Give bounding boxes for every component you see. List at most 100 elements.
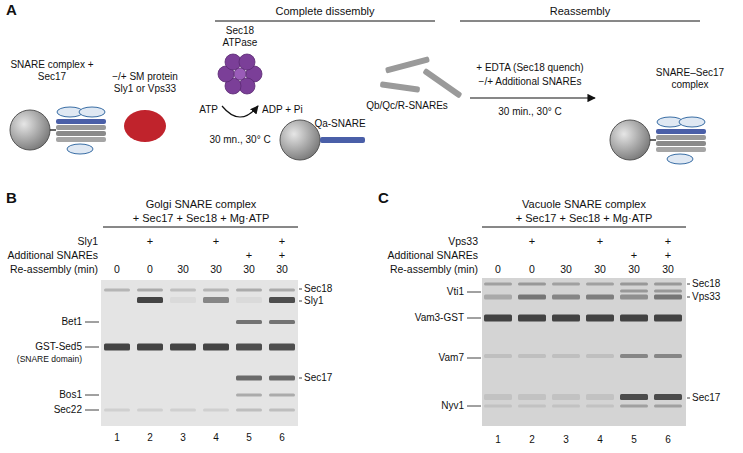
gel-band: [137, 297, 163, 303]
stage-heading: Complete dissembly: [275, 5, 374, 18]
lane-mark: +: [631, 249, 637, 262]
annotation: ATP: [199, 104, 218, 116]
row-label: Additional SNAREs: [8, 249, 98, 261]
gel-band: [203, 409, 229, 412]
header-line: [103, 227, 298, 228]
panel-letter: B: [6, 189, 17, 206]
band-tick: [299, 301, 302, 302]
gel-band: [620, 290, 648, 293]
gel-band: [620, 354, 648, 358]
gel-band: [170, 289, 196, 292]
gel-band: [170, 344, 196, 351]
band-label: (SNARE domain): [17, 355, 82, 365]
panel-heading: + Sec17 + Sec18 + Mg·ATP: [133, 212, 269, 225]
reassembly-arrow: [470, 97, 595, 98]
gel-bands: [104, 283, 682, 412]
gel-band: [236, 409, 262, 412]
lane-number: 2: [529, 434, 535, 446]
band-label: Sec18: [304, 283, 332, 295]
band-tick: [467, 406, 481, 407]
gel-band: [269, 394, 295, 397]
lane-mark: 30: [628, 263, 640, 275]
row-label: Sly1: [78, 235, 98, 247]
lane-mark: +: [529, 235, 535, 248]
gel-band: [552, 283, 580, 286]
gel-band: [654, 315, 682, 322]
band-tick: [467, 318, 481, 319]
gel-band: [104, 289, 130, 292]
snare-complex-bead: [10, 107, 106, 154]
lane-number: 3: [180, 432, 186, 444]
lane-number: 1: [114, 432, 120, 444]
band-label: Sec18: [692, 278, 720, 290]
gel-band: [236, 297, 262, 303]
gel-band: [269, 297, 295, 303]
gel-band: [484, 315, 512, 322]
gel-band: [269, 376, 295, 381]
gel-band: [654, 290, 682, 293]
gel-band: [518, 295, 546, 300]
row-label: Vps33: [448, 235, 478, 247]
header-line: [215, 21, 435, 22]
lane-number: 6: [665, 434, 671, 446]
band-label: Sec17: [692, 392, 720, 404]
panel-heading: Golgi SNARE complex: [146, 198, 257, 211]
gel-band: [586, 354, 614, 358]
band-label: Sec22: [54, 404, 82, 416]
gel-image: [101, 280, 298, 426]
lane-mark: 30: [560, 263, 572, 275]
lane-mark: 0: [529, 263, 535, 275]
gel-image: [482, 278, 686, 426]
lane-mark: +: [665, 249, 671, 262]
lane-mark: 30: [276, 263, 288, 275]
band-tick: [85, 347, 99, 348]
gel-band: [236, 394, 262, 397]
annotation: Sec18 ATPase: [215, 25, 265, 48]
gel-band: [654, 394, 682, 400]
lane-mark: +: [665, 235, 671, 248]
lane-mark: +: [597, 235, 603, 248]
lane-number: 5: [631, 434, 637, 446]
gel-band: [269, 409, 295, 412]
sm-protein: [124, 110, 166, 142]
gel-band: [203, 297, 229, 303]
annotation: SNARE complex + Sec17: [7, 59, 97, 82]
lane-mark: 0: [147, 263, 153, 275]
band-label: Sly1: [304, 295, 323, 307]
lane-number: 5: [246, 432, 252, 444]
annotation: −/+ Additional SNAREs: [479, 76, 582, 88]
annotation: ADP + Pi: [262, 104, 303, 116]
gel-band: [620, 295, 648, 300]
gel-band: [137, 344, 163, 351]
gel-band: [104, 344, 130, 351]
annotation: −/+ SM protein Sly1 or Vps33: [103, 71, 188, 94]
row-label: Re-assembly (min): [10, 263, 98, 275]
band-label: Nyv1: [441, 400, 464, 412]
gel-band: [484, 394, 512, 400]
band-tick: [687, 297, 690, 298]
band-label: Vam7: [439, 352, 464, 364]
gel-band: [654, 405, 682, 408]
gel-band: [484, 283, 512, 286]
band-tick: [85, 395, 99, 396]
gel-band: [518, 283, 546, 286]
lane-mark: +: [147, 235, 153, 248]
gel-band: [269, 320, 295, 324]
gel-band: [552, 405, 580, 408]
gel-band: [654, 354, 682, 358]
gel-band: [654, 283, 682, 286]
gel-band: [620, 405, 648, 408]
annotation: Qa-SNARE: [314, 118, 365, 130]
gel-band: [170, 409, 196, 412]
band-label: Vti1: [447, 286, 464, 298]
gel-band: [484, 295, 512, 300]
band-label: Vps33: [692, 291, 720, 303]
gel-band: [586, 405, 614, 408]
lane-mark: +: [279, 249, 285, 262]
gel-band: [236, 376, 262, 381]
lane-mark: 30: [662, 263, 674, 275]
lane-mark: 30: [594, 263, 606, 275]
gel-band: [518, 315, 546, 322]
